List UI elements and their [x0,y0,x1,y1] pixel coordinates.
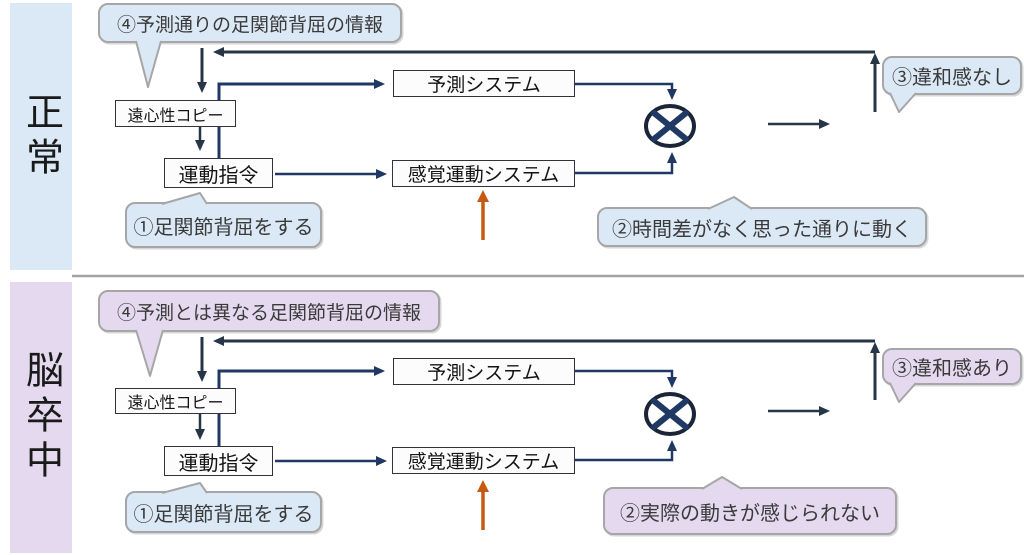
callout-feeling-normal: ③違和感なし [882,56,1022,95]
callout-action-normal: ①足関節背屈をする [125,202,322,248]
efference-copy-box-stroke: 遠心性コピー [115,388,236,414]
panel-label-text: 正常 [19,91,62,182]
callout-feeling-stroke: ③違和感あり [882,348,1022,385]
sensorimotor-system-box-normal: 感覚運動システム [392,160,575,187]
motor-command-box-normal: 運動指令 [164,158,273,188]
prediction-system-box-stroke: 予測システム [393,358,575,385]
efference-copy-box-normal: 遠心性コピー [115,100,236,127]
motor-command-box-stroke: 運動指令 [164,446,273,476]
callout-movement-normal: ②時間差がなく思った通りに動く [597,207,927,247]
sensorimotor-system-box-stroke: 感覚運動システム [392,447,575,474]
callout-action-stroke: ①足関節背屈をする [125,491,322,533]
callout-tail [889,382,917,403]
panel-label-stroke: 脳卒中 [10,282,72,553]
callout-prediction-info-normal: ④予測通りの足関節背屈の情報 [98,3,402,43]
comparator-multiply-icon [644,392,696,436]
comparator-multiply-icon [644,104,696,148]
callout-movement-stroke: ②実際の動きが感じられない [603,487,897,535]
prediction-to-comparator-arrow [575,369,677,388]
motor-to-prediction-arrow [217,366,385,446]
motor-to-prediction-arrow [217,79,385,158]
panel-label-text: 脳卒中 [19,350,62,485]
panel-label-normal: 正常 [10,3,72,270]
callout-tail [889,92,917,113]
callout-tail [135,329,164,377]
prediction-system-box-normal: 予測システム [393,70,575,97]
callout-prediction-info-stroke: ④予測とは異なる足関節背屈の情報 [98,290,440,332]
sensorimotor-to-comparator-arrow [575,440,677,462]
sensorimotor-to-comparator-arrow [575,152,677,175]
prediction-to-comparator-arrow [575,82,677,100]
callout-tail [135,40,162,88]
